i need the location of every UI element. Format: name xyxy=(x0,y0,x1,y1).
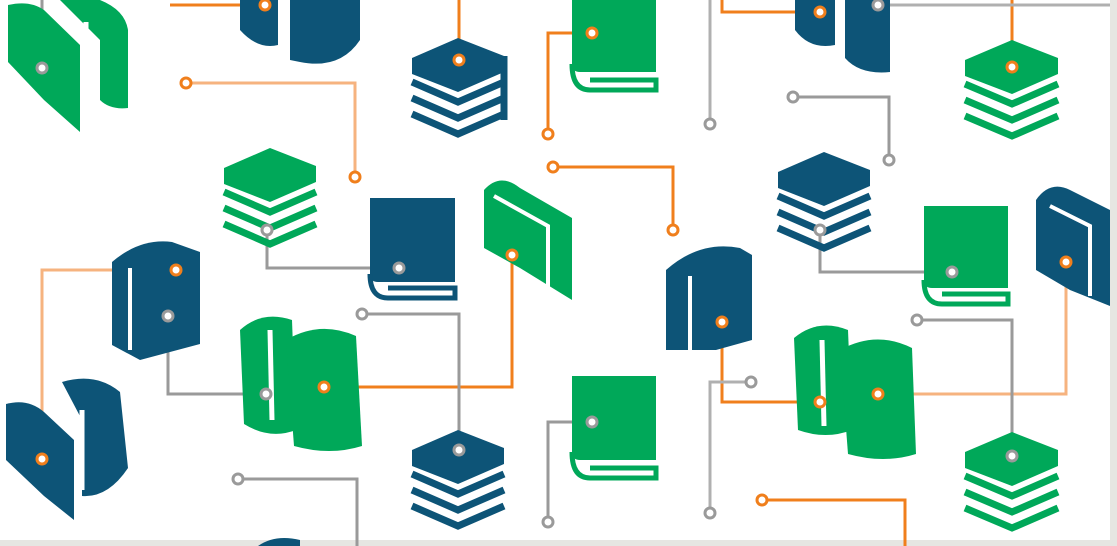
standing-book-icon xyxy=(112,241,200,360)
book-stack-icon xyxy=(410,430,506,530)
book-stack-icon xyxy=(963,432,1060,532)
partial-book-icon xyxy=(258,538,300,546)
circuit-lines xyxy=(40,0,1110,546)
right-border xyxy=(1110,0,1117,546)
circuit-nodes xyxy=(35,0,1073,529)
closed-book-icon xyxy=(569,376,659,481)
standing-book-icon xyxy=(1036,186,1110,306)
book-stack-icon xyxy=(776,152,872,252)
book-stack-icon xyxy=(410,38,508,138)
standing-book-icon xyxy=(484,180,572,300)
closed-book-icon xyxy=(921,206,1011,307)
closed-book-icon xyxy=(367,198,458,301)
leaning-books-icon xyxy=(240,0,360,64)
closed-book-icon xyxy=(569,0,659,93)
book-stack-icon xyxy=(963,40,1060,140)
book-stack-icon xyxy=(222,148,318,248)
bottom-border xyxy=(0,540,1117,546)
standing-book-icon xyxy=(666,246,752,350)
